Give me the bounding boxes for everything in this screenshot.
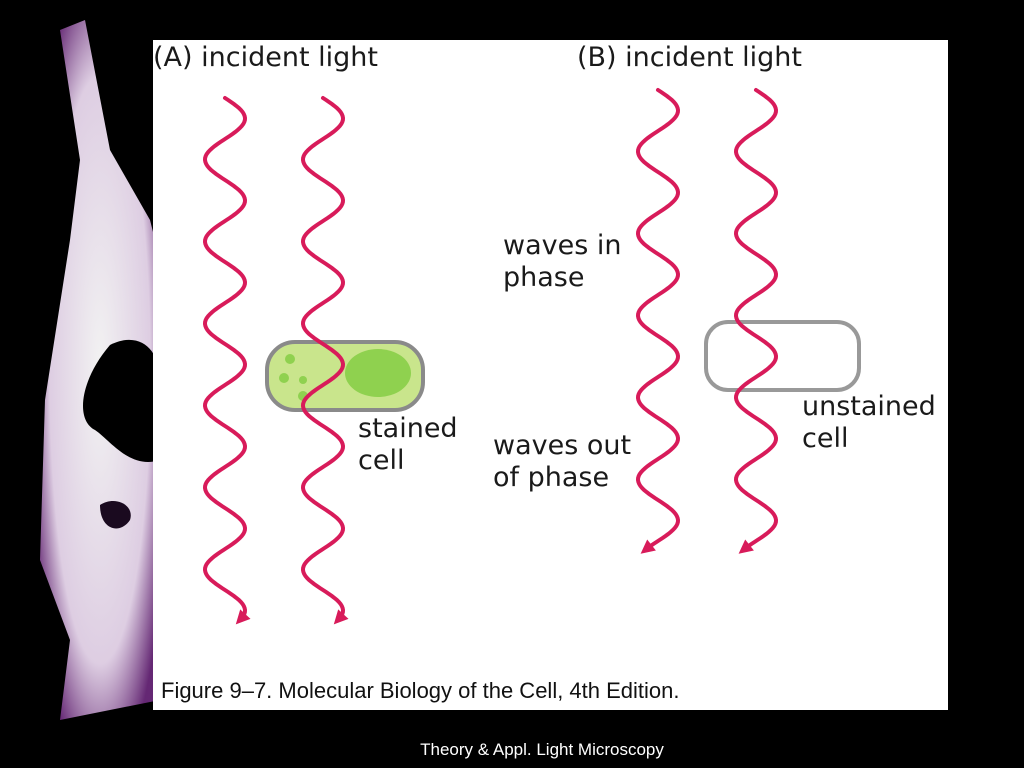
slide-footer: Theory & Appl. Light Microscopy [420, 740, 664, 759]
cell-nucleus [345, 349, 411, 397]
waves-out-of-phase-line1: waves out [493, 430, 632, 461]
incident-light-wave-a-left [202, 96, 248, 622]
incident-light-wave-b-left-arrowhead [640, 539, 656, 554]
incident-light-wave-b-left [635, 88, 681, 552]
incident-light-wave-b-right-arrowhead [738, 539, 754, 554]
panel-a-heading: (A) incident light [153, 42, 378, 73]
incident-light-wave-a-right [300, 96, 346, 622]
unstained-cell [704, 320, 861, 392]
waves-out-of-phase-label: waves out of phase [493, 430, 631, 494]
waves-in-phase-label: waves in phase [503, 230, 621, 294]
stained-cell-label-line1: stained [358, 413, 458, 444]
incident-light-wave-a-left-arrowhead [235, 609, 251, 625]
stained-cell-label-line2: cell [358, 445, 405, 476]
waves-in-phase-line1: waves in [503, 230, 622, 261]
incident-light-wave-a-right-arrowhead [333, 609, 349, 625]
unstained-cell-label-line2: cell [802, 423, 849, 454]
waves-out-of-phase-line2: of phase [493, 462, 610, 493]
waves-in-phase-line2: phase [503, 262, 585, 293]
cell-granule [285, 354, 295, 364]
bg-dark-blob [83, 339, 160, 463]
panel-b-heading: (B) incident light [577, 42, 803, 73]
cell-granule [299, 376, 307, 384]
incident-light-wave-b-right [733, 88, 779, 552]
cell-granule [279, 373, 289, 383]
phase-contrast-diagram [202, 88, 861, 625]
background-illustration [40, 20, 160, 720]
figure-panel: (A) incident light (B) incident light st… [153, 40, 948, 710]
bg-dark-blob-small [100, 500, 131, 529]
figure-caption: Figure 9–7. Molecular Biology of the Cel… [161, 678, 680, 703]
unstained-cell-label: unstained cell [802, 391, 936, 455]
stained-cell-label: stained cell [358, 413, 458, 477]
unstained-cell-label-line1: unstained [802, 391, 936, 422]
